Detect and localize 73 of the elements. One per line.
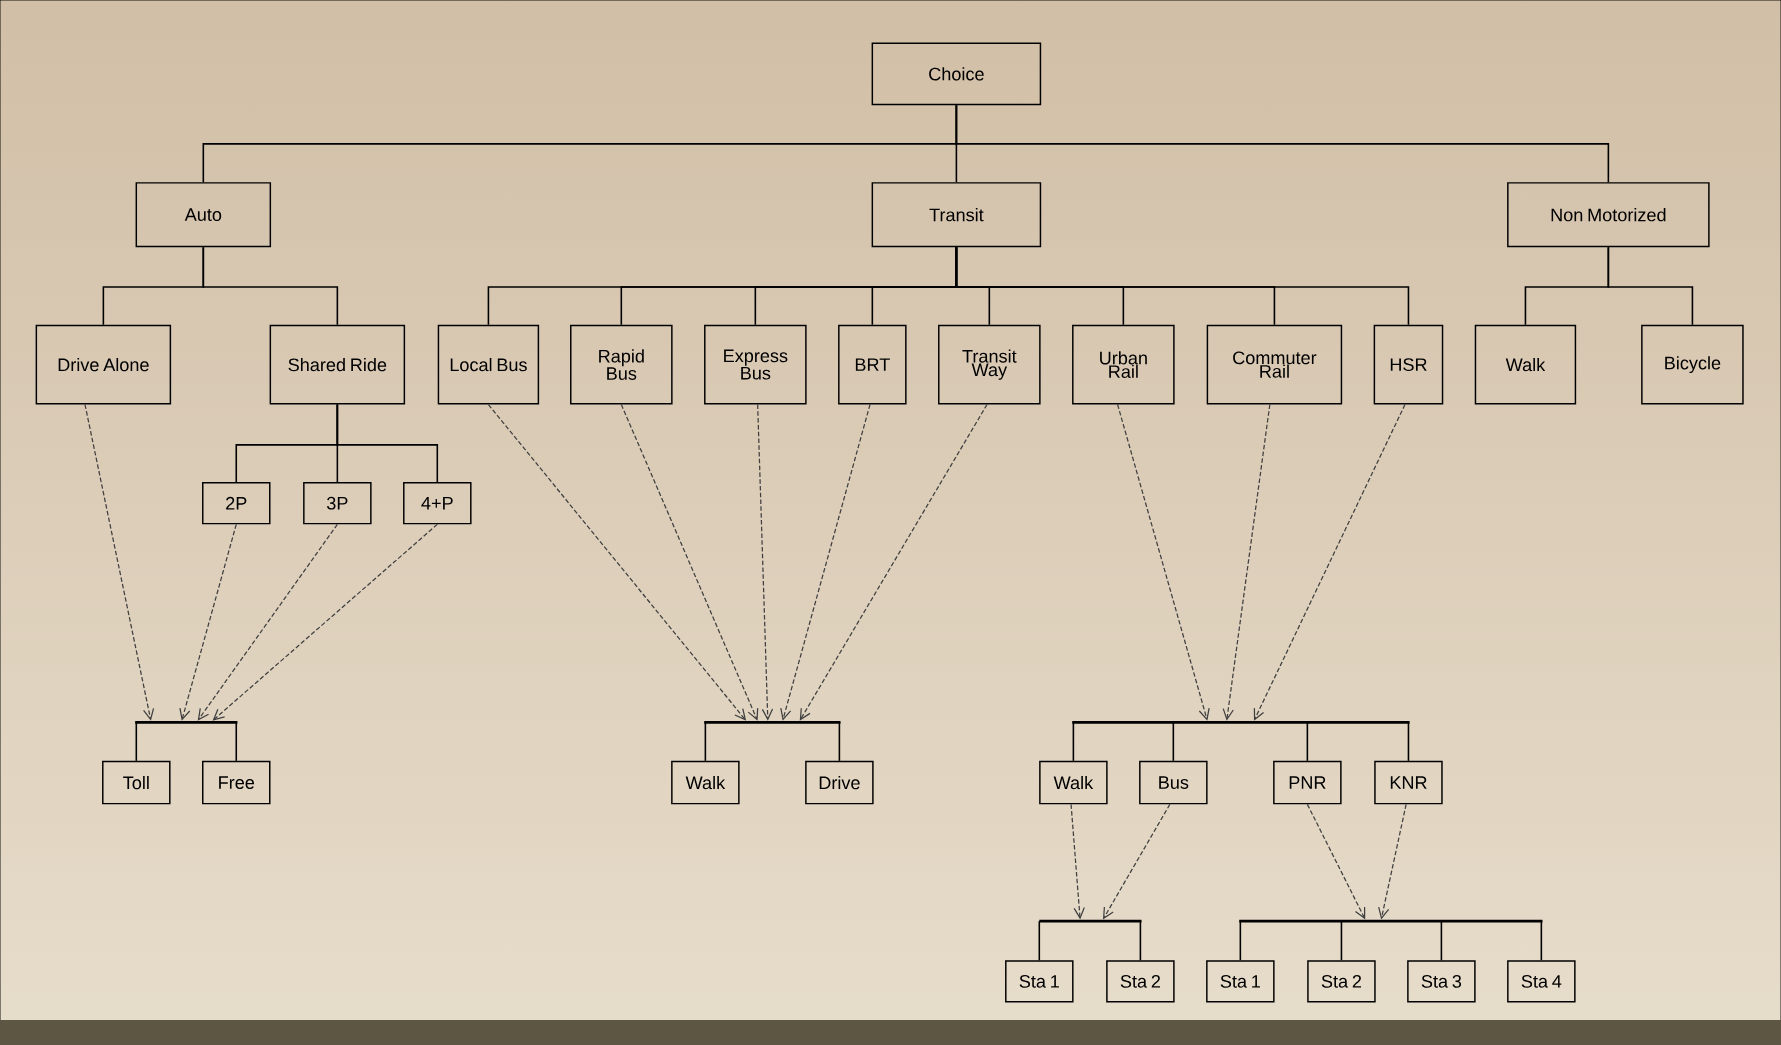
box: Auto (135, 182, 272, 248)
box: HSR (1373, 324, 1444, 405)
connector-line (1440, 920, 1443, 961)
connector-line (1038, 920, 1041, 961)
dashed-arrow (1070, 803, 1085, 920)
dashed-arrow (620, 403, 759, 721)
dashed-arrow (212, 523, 438, 721)
box: Choice (871, 42, 1042, 106)
connector-line (1607, 246, 1694, 326)
connector-line (704, 721, 707, 762)
connector-line (202, 246, 339, 326)
bracket-bar (1072, 721, 1410, 724)
bracket-bar (704, 721, 841, 724)
dashed-arrow (1378, 803, 1407, 920)
box: Sta 1 (1005, 960, 1074, 1003)
box: Drive Alone (35, 324, 172, 405)
dashed-arrow (1222, 403, 1271, 721)
box: 2P (202, 482, 271, 525)
connector-line (838, 721, 841, 762)
dashed-arrow (757, 403, 774, 721)
box: PNR (1273, 760, 1342, 805)
box: Walk (1474, 324, 1577, 405)
dashed-arrow (1306, 803, 1366, 920)
box: Free (202, 760, 271, 805)
connector-line (1540, 920, 1543, 961)
box: Bus (1139, 760, 1208, 805)
box: Sta 3 (1407, 960, 1476, 1003)
box: Bicycle (1641, 324, 1744, 405)
connector-line (1239, 920, 1242, 961)
dashed-arrow (799, 403, 988, 721)
box: Sta 2 (1307, 960, 1376, 1003)
box: Non Motorized (1507, 182, 1710, 248)
bracket-bar (1239, 919, 1543, 923)
connector-line (1340, 920, 1343, 961)
connector-line (1172, 721, 1175, 762)
bracket-bar (1039, 919, 1142, 923)
connector-line (135, 721, 138, 762)
box: Sta 1 (1206, 960, 1275, 1003)
dashed-arrow (780, 403, 871, 721)
bracket-bar (135, 721, 238, 724)
connector-line (1072, 721, 1075, 762)
box: Sta 2 (1106, 960, 1175, 1003)
box: 3P (303, 482, 372, 525)
dashed-arrow (179, 523, 237, 721)
box: Sta 4 (1507, 960, 1576, 1003)
box: Urban Rail (1072, 324, 1175, 405)
box: Walk (671, 760, 740, 805)
box: Toll (102, 760, 171, 805)
connector-line (1407, 721, 1410, 762)
box: Walk (1039, 760, 1108, 805)
box: Rapid Bus (570, 324, 673, 405)
dashed-arrow (1253, 403, 1406, 721)
connector-line (955, 246, 1410, 326)
box: Transit (871, 182, 1042, 248)
connector-line (336, 403, 439, 483)
box: Local Bus (437, 324, 540, 405)
box: Express Bus (704, 324, 807, 405)
box: Drive (805, 760, 874, 805)
connector-line (235, 721, 238, 762)
dashed-arrow (197, 523, 338, 721)
box: Shared Ride (269, 324, 406, 405)
box: KNR (1374, 760, 1443, 805)
box: Commuter Rail (1206, 324, 1343, 405)
connector-line (1306, 721, 1309, 762)
connector-line (1139, 920, 1142, 961)
box: BRT (838, 324, 907, 405)
dashed-arrow (84, 403, 155, 721)
dashed-arrow (1102, 803, 1171, 920)
box: Transit Way (938, 324, 1041, 405)
box: 4+P (403, 482, 472, 525)
dashed-arrow (1117, 403, 1210, 721)
dashed-arrow (487, 403, 747, 721)
connector-line (955, 104, 1610, 183)
